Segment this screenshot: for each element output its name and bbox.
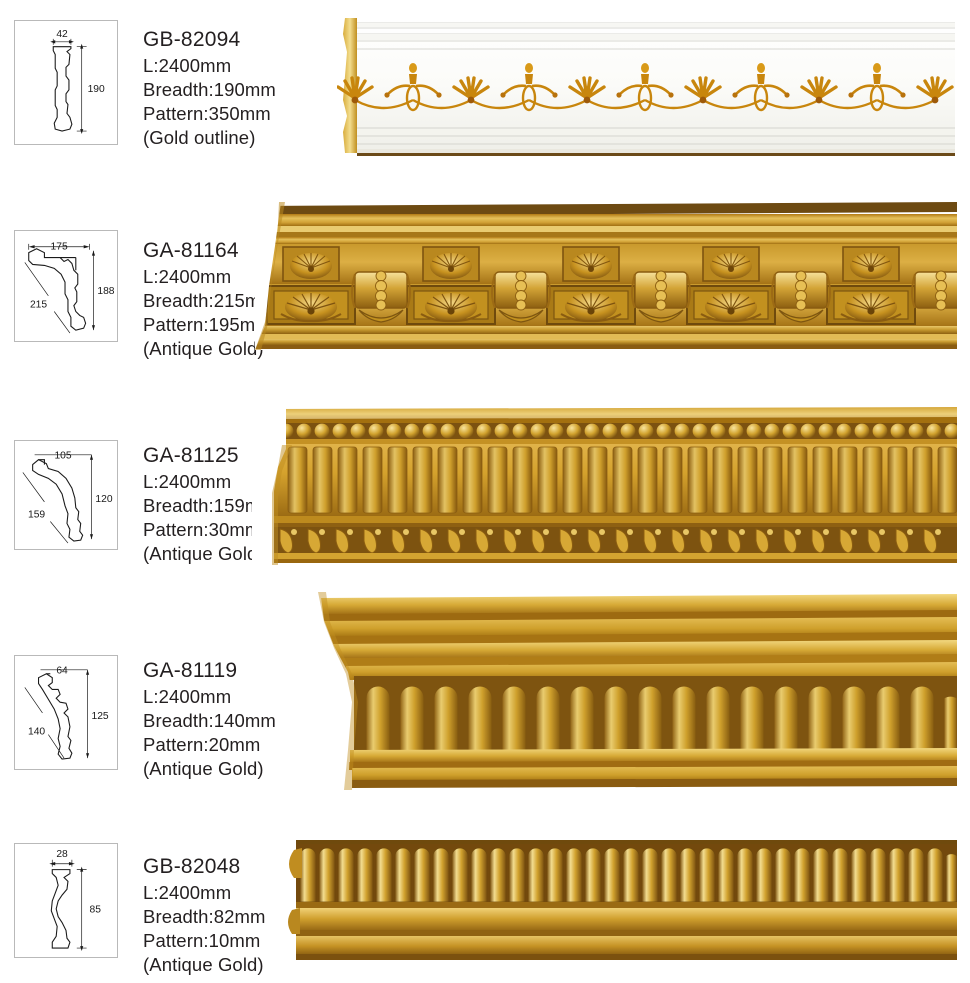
product-pattern: Pattern:20mm xyxy=(143,734,261,756)
profile-height-label: 125 xyxy=(92,711,109,722)
product-spec: GB-82048 L:2400mm Breadth:82mm Pattern:1… xyxy=(143,853,266,977)
product-length: L:2400mm xyxy=(143,882,232,904)
product-photo xyxy=(255,202,957,350)
product-pattern: Pattern:10mm xyxy=(143,930,261,952)
profile-width-label: 42 xyxy=(56,29,68,40)
product-code: GB-82048 xyxy=(143,855,241,878)
profile-diagram-box: 28 85 xyxy=(14,843,118,958)
product-pattern: Pattern:350mm xyxy=(143,103,271,125)
profile-height-label: 190 xyxy=(88,84,105,95)
product-breadth: Breadth:190mm xyxy=(143,79,276,101)
product-photo xyxy=(284,840,957,965)
profile-height-label: 120 xyxy=(95,494,112,505)
product-pattern: Pattern:30mm xyxy=(143,519,261,541)
product-breadth: Breadth:215mm xyxy=(143,290,276,312)
profile-width-label: 64 xyxy=(56,666,68,677)
product-spec: GA-81125 L:2400mm Breadth:159mm Pattern:… xyxy=(143,442,276,566)
product-row: 42 190 GB-82094 L:2400mm Breadth:190mm P… xyxy=(0,0,970,195)
profile-width-label: 105 xyxy=(54,451,71,462)
product-length: L:2400mm xyxy=(143,471,232,493)
profile-width-label: 28 xyxy=(56,849,68,860)
profile-height-label: 85 xyxy=(90,905,102,916)
profile-diagonal-label: 140 xyxy=(28,727,45,738)
product-code: GA-81164 xyxy=(143,239,239,262)
profile-diagram-box: 105 120 159 xyxy=(14,440,118,550)
product-spec: GA-81119 L:2400mm Breadth:140mm Pattern:… xyxy=(143,657,276,781)
profile-height-label: 188 xyxy=(97,286,114,297)
product-row: 64 125 140 GA-81119 L:2400mm Breadth:140… xyxy=(0,590,970,805)
product-photo xyxy=(337,12,957,159)
profile-diagram-box: 42 190 xyxy=(14,20,118,145)
product-code: GA-81125 xyxy=(143,444,239,467)
profile-diagonal-label: 159 xyxy=(28,510,45,521)
product-length: L:2400mm xyxy=(143,266,232,288)
profile-diagonal-label: 215 xyxy=(30,300,47,311)
product-row: 175 188 215 GA-81164 L:2400mm Breadth:21… xyxy=(0,195,970,400)
product-spec: GB-82094 L:2400mm Breadth:190mm Pattern:… xyxy=(143,26,276,150)
product-photo xyxy=(290,590,957,790)
profile-diagram-box: 175 188 215 xyxy=(14,230,118,342)
product-finish: (Gold outline) xyxy=(143,127,256,149)
product-row: 105 120 159 GA-81125 L:2400mm Breadth:15… xyxy=(0,400,970,590)
product-pattern: Pattern:195mm xyxy=(143,314,271,336)
profile-diagram-box: 64 125 140 xyxy=(14,655,118,770)
product-breadth: Breadth:140mm xyxy=(143,710,276,732)
product-finish: (Antique Gold) xyxy=(143,758,264,780)
product-length: L:2400mm xyxy=(143,55,232,77)
product-code: GA-81119 xyxy=(143,659,238,682)
product-length: L:2400mm xyxy=(143,686,232,708)
product-breadth: Breadth:159mm xyxy=(143,495,276,517)
product-photo xyxy=(252,405,957,565)
product-row: 28 85 GB-82048 L:2400mm Breadth:82mm Pat… xyxy=(0,805,970,983)
product-finish: (Antique Gold) xyxy=(143,954,264,976)
product-breadth: Breadth:82mm xyxy=(143,906,266,928)
product-finish: (Antique Gold) xyxy=(143,338,264,360)
profile-width-label: 175 xyxy=(51,242,68,253)
product-finish: (Antique Gold) xyxy=(143,543,264,565)
product-code: GB-82094 xyxy=(143,28,241,51)
product-spec: GA-81164 L:2400mm Breadth:215mm Pattern:… xyxy=(143,237,276,361)
